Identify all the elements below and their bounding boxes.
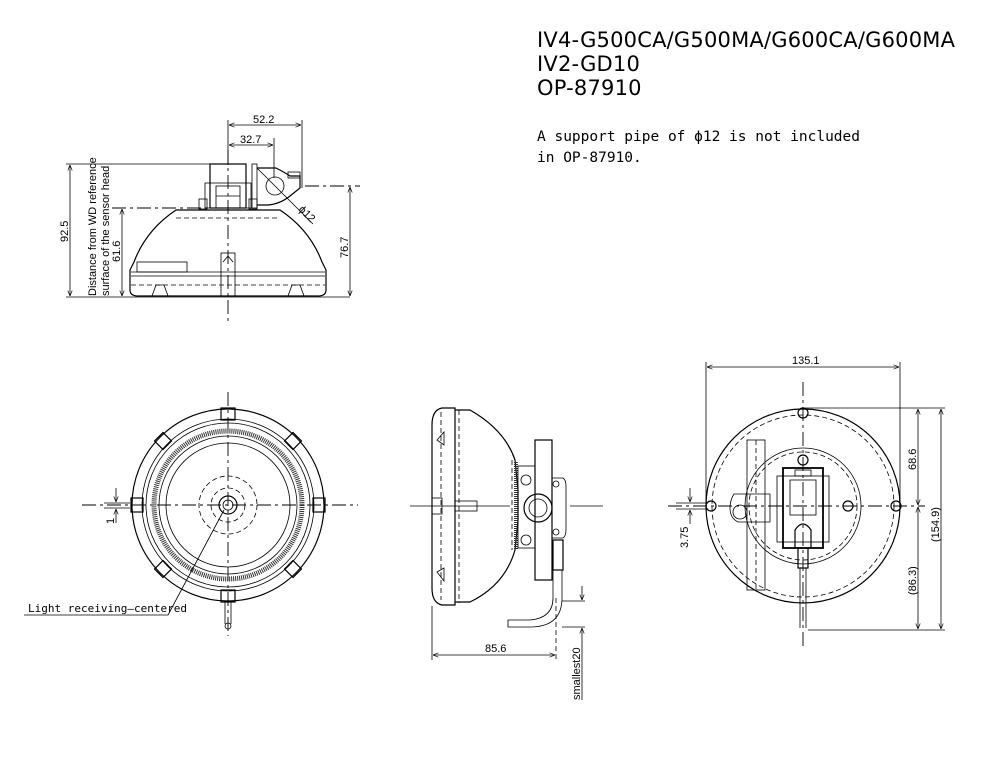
dim-3-75: 3.75	[679, 527, 691, 548]
front-view: 1 Light receiving—centered	[24, 392, 358, 636]
model-title-line-3: OP-87910	[537, 76, 642, 100]
note-line-2: in OP-87910.	[537, 150, 642, 166]
dim-32-7: 32.7	[240, 134, 261, 146]
wd-reference-label-line-1: Distance from WD reference	[87, 157, 99, 296]
dim-135-1: 135.1	[792, 355, 820, 367]
dim-52-2: 52.2	[253, 114, 274, 126]
dim-86-3: (86.3)	[907, 566, 919, 595]
dim-92-5: 92.5	[59, 221, 71, 242]
side-view: 85.6 smallest20	[410, 407, 603, 700]
dim-154-9: (154.9)	[930, 507, 942, 542]
top-view: 52.2 32.7 92.5 61.6 Distance from WD ref…	[59, 114, 360, 325]
dim-61-6: 61.6	[111, 241, 123, 262]
support-pipe-note: A support pipe of ϕ12 is not included in…	[537, 127, 860, 169]
model-title-line-2: IV2-GD10	[537, 52, 641, 76]
model-title-block: IV4-G500CA/G500MA/G600CA/G600MA IV2-GD10…	[537, 28, 955, 100]
model-title-line-1: IV4-G500CA/G500MA/G600CA/G600MA	[537, 28, 956, 52]
rear-view: 135.1 68.6 (154.9) (86.3) 3.75	[668, 355, 945, 650]
wd-reference-label-line-2: surface of the sensor head	[100, 166, 112, 296]
light-receiving-centered-label: Light receiving—centered	[28, 602, 187, 615]
dim-76-7: 76.7	[339, 237, 351, 258]
note-line-1: A support pipe of ϕ12 is not included	[537, 129, 861, 145]
dim-85-6: 85.6	[485, 643, 506, 655]
dim-68-6: 68.6	[907, 449, 919, 470]
dim-pipe-dia: ϕ12	[296, 204, 318, 226]
dim-smallest-20: smallest20	[571, 647, 583, 700]
dim-offset-1: 1	[105, 518, 117, 524]
